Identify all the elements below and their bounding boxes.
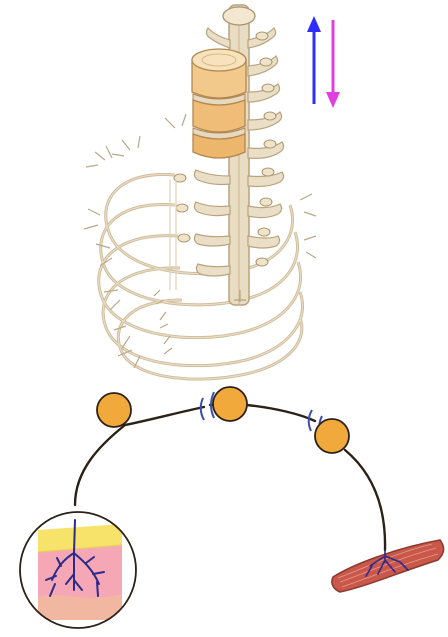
neuron-cell-icon — [213, 387, 247, 421]
synapse-icon — [201, 392, 214, 420]
neuron-cell-icon — [315, 419, 349, 453]
reflex-arc — [20, 387, 444, 628]
muscle-icon — [332, 540, 444, 592]
skin-section-icon — [20, 512, 136, 628]
spinal-column-illustration — [84, 5, 316, 379]
direction-arrows — [307, 16, 340, 108]
down-arrow-icon — [326, 20, 340, 108]
neuron-cell-icon — [97, 393, 131, 427]
up-arrow-icon — [307, 16, 321, 104]
